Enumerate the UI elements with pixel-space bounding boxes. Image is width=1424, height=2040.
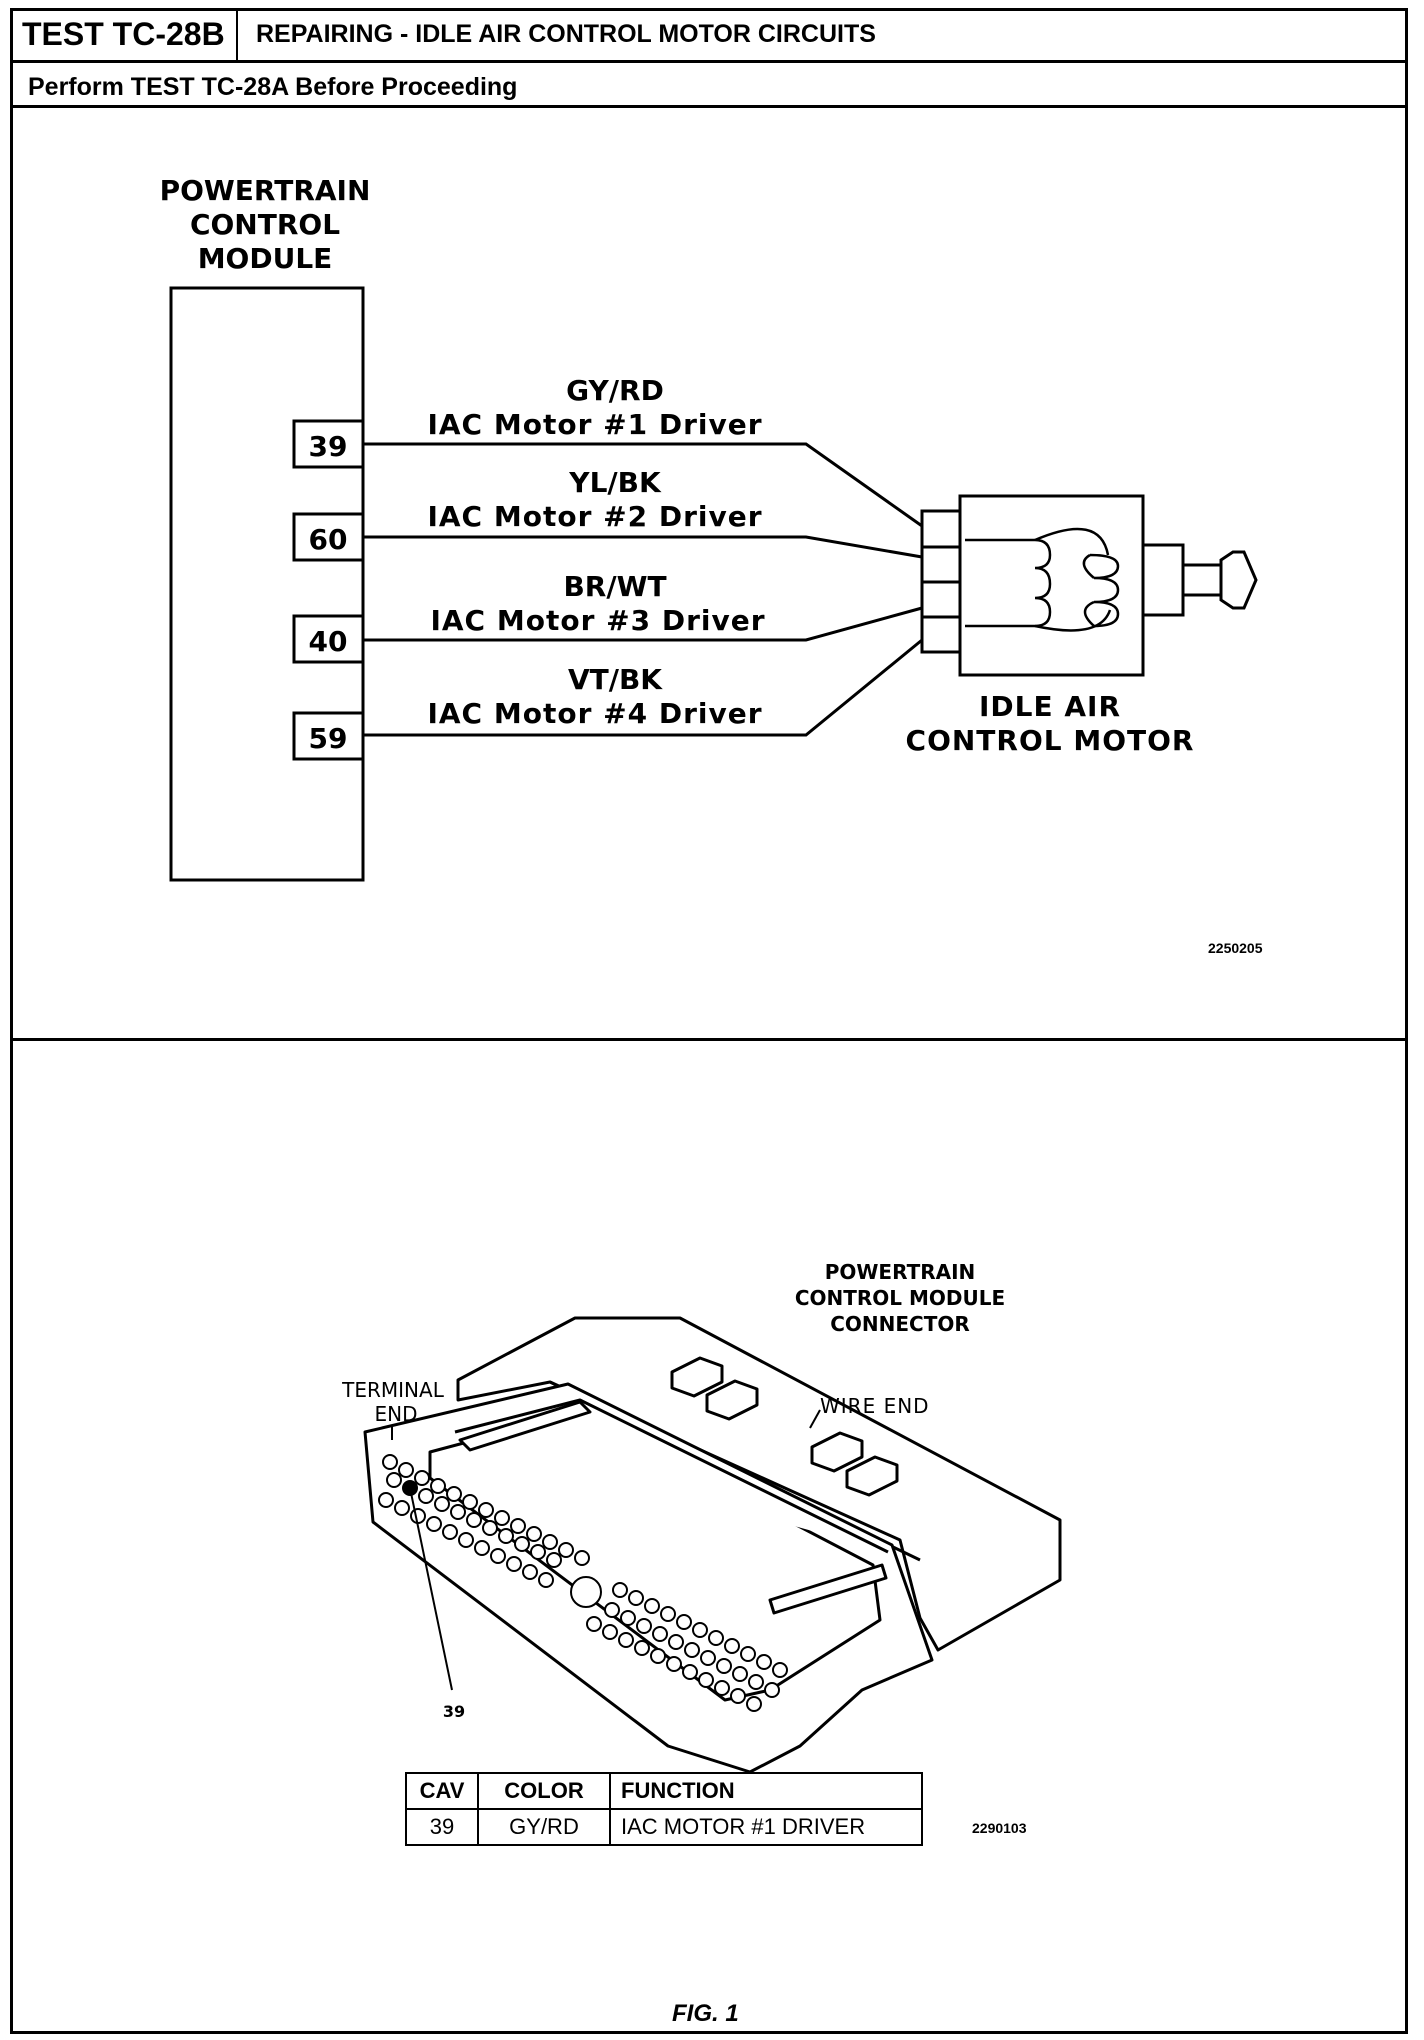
wire-color-1: GY/RD bbox=[566, 374, 664, 407]
connector-title-1: POWERTRAIN bbox=[825, 1260, 976, 1284]
test-id: TEST TC-28B bbox=[12, 11, 238, 60]
wire-end-label: WIRE END bbox=[820, 1394, 930, 1418]
connector-title-2: CONTROL MODULE bbox=[795, 1286, 1005, 1310]
subtitle-divider bbox=[10, 105, 1408, 108]
cavity-callout: 39 bbox=[443, 1702, 465, 1721]
module-box bbox=[169, 286, 365, 882]
pin-40: 40 bbox=[292, 614, 365, 664]
module-label-2: CONTROL bbox=[190, 208, 340, 241]
figure-label: FIG. 1 bbox=[672, 2000, 739, 2027]
cell-function: IAC MOTOR #1 DRIVER bbox=[609, 1808, 923, 1846]
wire-3 bbox=[363, 606, 923, 642]
diagram-image-code: 2250205 bbox=[1208, 940, 1263, 956]
pin-label-59: 59 bbox=[309, 722, 348, 755]
header-function: FUNCTION bbox=[609, 1772, 923, 1810]
wire-color-2: YL/BK bbox=[568, 466, 662, 499]
terminal-end-label-2: END bbox=[375, 1402, 418, 1426]
pin-60: 60 bbox=[292, 512, 365, 562]
wire-4 bbox=[363, 638, 923, 737]
wire-1 bbox=[363, 442, 923, 528]
module-label-3: MODULE bbox=[198, 242, 333, 275]
header-cav: CAV bbox=[405, 1772, 479, 1810]
pin-59: 59 bbox=[292, 711, 365, 761]
idle-air-control-motor bbox=[920, 494, 1258, 677]
pin-label-40: 40 bbox=[309, 625, 348, 658]
wire-color-3: BR/WT bbox=[563, 570, 666, 603]
wire-color-4: VT/BK bbox=[568, 663, 663, 696]
cavity-table: CAV COLOR FUNCTION 39 GY/RD IAC MOTOR #1… bbox=[405, 1772, 923, 1846]
pin-label-39: 39 bbox=[309, 430, 348, 463]
pcm-connector-illustration bbox=[363, 1316, 1062, 1774]
wire-function-1: IAC Motor #1 Driver bbox=[427, 408, 762, 441]
wire-function-2: IAC Motor #2 Driver bbox=[427, 500, 762, 533]
header-color: COLOR bbox=[477, 1772, 611, 1810]
cell-cav: 39 bbox=[405, 1808, 479, 1846]
page-frame bbox=[10, 8, 1408, 2034]
table-row: 39 GY/RD IAC MOTOR #1 DRIVER bbox=[405, 1808, 923, 1846]
test-subtitle: Perform TEST TC-28A Before Proceeding bbox=[28, 73, 518, 101]
connector-cavities bbox=[378, 1454, 788, 1712]
pin-label-60: 60 bbox=[309, 523, 348, 556]
wire-2 bbox=[363, 535, 923, 559]
terminal-end-label-1: TERMINAL bbox=[341, 1378, 445, 1402]
wire-function-4: IAC Motor #4 Driver bbox=[427, 697, 762, 730]
test-title: REPAIRING - IDLE AIR CONTROL MOTOR CIRCU… bbox=[256, 20, 876, 48]
motor-label-2: CONTROL MOTOR bbox=[906, 724, 1195, 757]
module-label-1: POWERTRAIN bbox=[160, 174, 371, 207]
pin-39: 39 bbox=[292, 419, 365, 469]
connector-title-3: CONNECTOR bbox=[830, 1312, 970, 1336]
section-divider bbox=[10, 1038, 1408, 1041]
cell-color: GY/RD bbox=[477, 1808, 611, 1846]
cavity-39-leader bbox=[409, 1487, 453, 1691]
motor-label-1: IDLE AIR bbox=[979, 690, 1121, 723]
cavity-table-header: CAV COLOR FUNCTION bbox=[405, 1772, 923, 1810]
header-divider bbox=[10, 60, 1408, 63]
wire-function-3: IAC Motor #3 Driver bbox=[430, 604, 765, 637]
connector-image-code: 2290103 bbox=[972, 1820, 1027, 1836]
